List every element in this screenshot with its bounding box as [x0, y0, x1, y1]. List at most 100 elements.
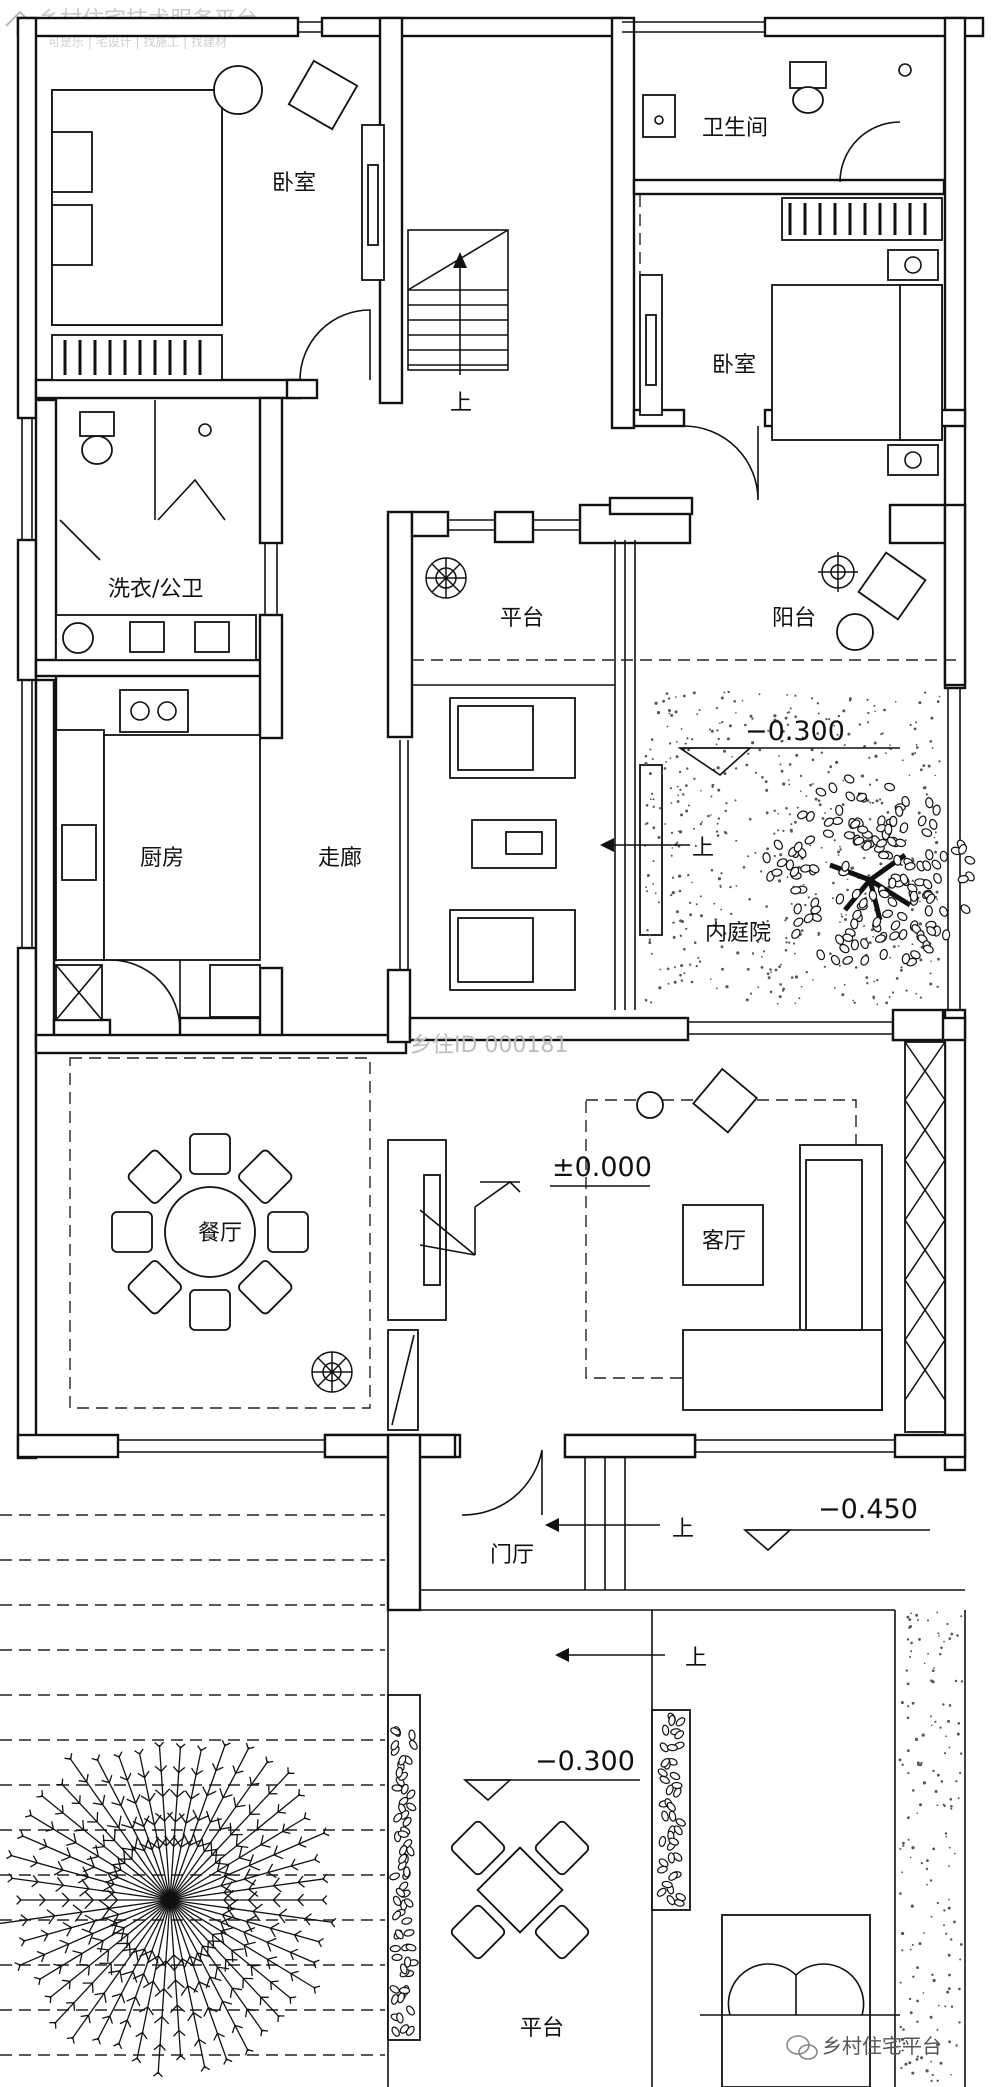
gravel-dot [712, 924, 715, 927]
tree-twig [251, 1964, 262, 1967]
round-table-icon [213, 65, 263, 115]
tree-twig [92, 1845, 105, 1849]
gravel-dot [707, 814, 710, 818]
tree-branch [60, 1783, 171, 1901]
tree-twig [74, 1911, 83, 1922]
leaf [889, 815, 898, 827]
gravel-dot [665, 692, 669, 695]
gravel-dot [669, 787, 673, 790]
tree-twig [233, 1796, 237, 1808]
tree-twig [265, 1756, 268, 1763]
gravel-dot [934, 850, 937, 854]
tree-twig [217, 2032, 225, 2038]
gravel-dot [885, 752, 887, 754]
hedge-leaf [667, 1852, 676, 1864]
gravel-dot [840, 913, 843, 915]
leaf [853, 836, 865, 846]
gravel-dot [648, 772, 652, 776]
gravel-dot [770, 971, 772, 973]
tree-branch [169, 1771, 290, 1901]
gravel-dot [733, 700, 736, 703]
tree-twig [86, 1773, 89, 1783]
gravel-dot [674, 696, 677, 698]
gravel-dot [765, 788, 769, 792]
tree-twig [234, 2024, 243, 2029]
tree-twig [80, 2014, 89, 2018]
tree-twig [190, 1767, 197, 1776]
level-living: ±0.000 [552, 1152, 652, 1183]
tree-branch [29, 1814, 171, 1901]
tree-twig [290, 1996, 297, 1999]
gravel-dot [841, 993, 845, 997]
leaf [893, 854, 902, 866]
tree-twig [322, 1873, 328, 1880]
room-label-bedroom-nw: 卧室 [272, 171, 316, 196]
garden-west [0, 1514, 385, 2078]
gravel-dot [800, 985, 803, 988]
tree-twig [256, 1819, 259, 1830]
tree-twig [248, 1865, 261, 1871]
leaf [901, 953, 911, 965]
tree-twig [242, 1978, 244, 1989]
tree-twig [79, 1888, 90, 1897]
gravel-dot [788, 941, 791, 944]
gravel-dot [854, 966, 858, 969]
gravel-dot [900, 966, 903, 969]
tree-twig [289, 1997, 292, 2004]
gravel-dot [805, 971, 808, 974]
gravel-dot [915, 1613, 918, 1617]
gravel-dot [948, 1637, 952, 1640]
gravel-dot [906, 1638, 910, 1641]
gravel-dot [937, 1632, 940, 1635]
gravel-dot [675, 740, 678, 743]
gravel-dot [652, 826, 656, 830]
leaf [835, 934, 845, 945]
gravel-dot [711, 785, 714, 789]
tree-twig [108, 1774, 113, 1784]
tree-twig [87, 1965, 91, 1976]
gravel-dot [790, 830, 793, 833]
leaf [816, 949, 826, 961]
tree-twig [81, 1928, 94, 1935]
gravel-dot [685, 784, 688, 787]
gravel-dot [858, 723, 861, 726]
gravel-dot [649, 798, 652, 800]
tree-twig [184, 1790, 192, 1800]
gravel-dot [853, 1001, 856, 1004]
room-label-bathroom: 卫生间 [702, 116, 768, 141]
hedge-leaf [403, 1866, 411, 1878]
hedge-leaf [390, 1727, 401, 1736]
leaf [822, 829, 834, 838]
leaf [860, 938, 869, 950]
tree-twig [250, 1966, 253, 1977]
room-label-terrace-upper: 平台 [500, 606, 544, 631]
gravel-dot [927, 1652, 929, 1655]
gravel-dot [945, 1932, 948, 1935]
hedge-leaf [660, 1758, 670, 1768]
gravel-dot [936, 898, 939, 901]
gravel-dot [729, 885, 732, 889]
tree-twig [281, 1823, 286, 1832]
gravel-dot [698, 709, 701, 712]
gravel-dot [863, 925, 866, 927]
leaf [960, 904, 971, 914]
terrace-upper: 平台 [412, 557, 960, 991]
gravel-dot [931, 1973, 934, 1977]
gravel-dot [948, 1846, 951, 1849]
gravel-dot [821, 817, 825, 820]
gravel-dot [930, 1915, 933, 1918]
tree-twig [38, 1893, 46, 1901]
gravel-dot [788, 813, 791, 816]
gravel-dot [697, 956, 700, 959]
tree-twig [96, 1947, 109, 1951]
gravel-dot [943, 1640, 945, 1643]
gravel-dot [876, 979, 879, 982]
gravel-dot [652, 798, 655, 801]
gravel-dot [906, 1716, 910, 1720]
gravel-dot [723, 691, 726, 694]
tree-twig [113, 1828, 116, 1841]
tree-twig [297, 1893, 304, 1901]
gravel-dot [866, 982, 869, 985]
gravel-dot [774, 968, 778, 972]
gravel-dot [727, 690, 730, 694]
